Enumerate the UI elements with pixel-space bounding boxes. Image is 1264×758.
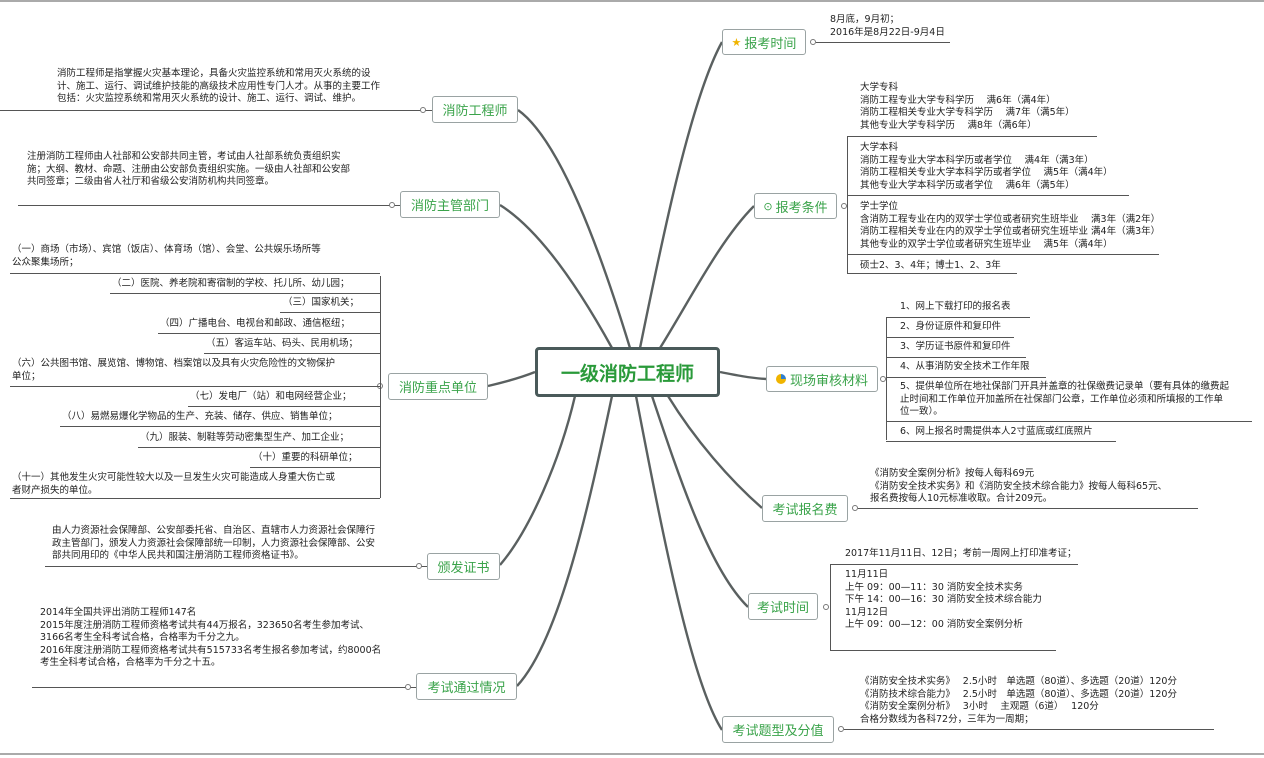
dept-description: 注册消防工程师由人社部和公安部共同主管，考试由人社部系统负责组织实 施；大纲、教… [27, 151, 351, 188]
list-item: （三）国家机关； [283, 297, 360, 308]
link-time [638, 41, 724, 349]
list-item: 3、学历证书原件和复印件 [900, 341, 1011, 352]
link-engineer [517, 109, 632, 349]
list-item: （二）医院、养老院和寄宿制的学校、托儿所、幼儿园； [112, 278, 350, 289]
topic-exam-date-label: 报考时间 [744, 36, 797, 52]
engineer-description: 消防工程师是指掌握火灾基本理论，具备火灾监控系统和常用灭火系统的设 计、施工、运… [57, 68, 381, 105]
exam-notice: 2017年11月11日、12日；考前一周网上打印准考证； [845, 548, 1077, 559]
topic-pass[interactable]: 考试通过情况 [416, 673, 517, 700]
exam-schedule-text: 11月11日 上午 09：00—11：30 消防安全技术实务 下午 14：00—… [845, 569, 1042, 631]
link-material [719, 370, 767, 381]
list-item: （六）公共图书馆、展览馆、博物馆、档案馆以及具有火灾危险性的文物保护单位； [12, 358, 336, 382]
link-types [634, 395, 724, 731]
list-item: 6、网上报名时需提供本人2寸蓝底或红底照片 [900, 426, 1093, 437]
star-icon: ★ [731, 35, 742, 49]
topic-fee[interactable]: 考试报名费 [762, 495, 848, 522]
question-types-text: 《消防安全技术实务》 2.5小时 单选题（80道）、多选题（20道）120分 《… [860, 676, 1177, 725]
fee-text: 《消防安全案例分析》按每人每科69元 《消防安全技术实务》和《消防安全技术综合能… [870, 468, 1168, 505]
link-pass [516, 395, 614, 687]
list-item: 大学专科 消防工程专业大学专科学历 满6年（满4年） 消防工程相关专业大学专科学… [860, 82, 1075, 131]
list-item: （五）客运车站、码头、民用机场； [206, 338, 359, 349]
collapse-dot[interactable] [405, 684, 411, 690]
topic-fee-label: 考试报名费 [772, 503, 838, 518]
topic-units[interactable]: 消防重点单位 [388, 373, 488, 400]
collapse-dot[interactable] [852, 505, 858, 511]
topic-exam-date[interactable]: ★报考时间 [722, 29, 806, 55]
list-item: （四）广播电台、电视台和邮政、通信枢纽； [160, 318, 351, 329]
link-dept [499, 203, 614, 349]
topic-conditions-label: 报考条件 [775, 200, 828, 216]
list-item: 大学本科 消防工程专业大学本科学历或者学位 满4年（满3年） 消防工程相关专业大… [860, 142, 1113, 191]
topic-dept-label: 消防主管部门 [410, 199, 489, 214]
topic-pass-label: 考试通过情况 [427, 681, 506, 696]
list-item: 5、提供单位所在地社保部门开具并盖章的社保缴费记录单（要有具体的缴费起 止时间和… [900, 381, 1230, 418]
list-item: 1、网上下载打印的报名表 [900, 301, 1011, 312]
collapse-dot[interactable] [420, 107, 426, 113]
topic-question-types[interactable]: 考试题型及分值 [722, 716, 834, 743]
topic-question-types-label: 考试题型及分值 [732, 724, 824, 739]
list-item: （十一）其他发生火灾可能性较大以及一旦发生火灾可能造成人身重大伤亡或者财产损失的… [12, 472, 336, 496]
link-examtime [650, 395, 749, 608]
collapse-dot[interactable] [810, 39, 816, 45]
topic-cert-label: 颁发证书 [437, 561, 490, 576]
collapse-dot[interactable] [416, 563, 422, 569]
link-cert [499, 395, 577, 566]
link-units [487, 370, 536, 388]
list-item: 4、从事消防安全技术工作年限 [900, 361, 1030, 372]
topic-conditions[interactable]: ⊙报考条件 [754, 193, 837, 219]
topic-exam-schedule-label: 考试时间 [756, 601, 809, 616]
list-item: （七）发电厂（站）和电网经营企业； [190, 391, 352, 402]
collapse-dot[interactable] [823, 604, 829, 610]
central-topic[interactable]: 一级消防工程师 [535, 347, 720, 397]
topic-materials[interactable]: 现场审核材料 [766, 366, 878, 392]
list-item: （八）易燃易爆化学物品的生产、充装、储存、供应、销售单位； [62, 411, 338, 422]
collapse-dot[interactable] [389, 202, 395, 208]
collapse-dot[interactable] [880, 376, 886, 382]
list-item: （十）重要的科研单位； [253, 452, 358, 463]
link-fee [666, 395, 763, 509]
collapse-dot[interactable] [838, 726, 844, 732]
target-icon: ⊙ [763, 199, 773, 213]
list-item: 2、身份证原件和复印件 [900, 321, 1002, 332]
list-item: 硕士2、3、4年；博士1、2、3年 [860, 260, 1001, 271]
pass-description: 2014年全国共评出消防工程师147名 2015年度注册消防工程师资格考试共有4… [40, 607, 382, 669]
topic-materials-label: 现场审核材料 [789, 373, 868, 389]
list-item: （九）服装、制鞋等劳动密集型生产、加工企业； [140, 432, 350, 443]
progress-icon [775, 374, 786, 384]
collapse-dot[interactable] [841, 203, 847, 209]
cert-description: 由人力资源社会保障部、公安部委托省、自治区、直辖市人力资源社会保障行 政主管部门… [52, 525, 376, 562]
topic-units-label: 消防重点单位 [398, 381, 477, 396]
topic-engineer[interactable]: 消防工程师 [432, 96, 518, 123]
exam-date-text: 8月底，9月初； 2016年是8月22日-9月4日 [830, 14, 945, 38]
list-item: 学士学位 含消防工程专业在内的双学士学位或者研究生班毕业 满3年（满2年） 消防… [860, 201, 1161, 250]
topic-cert[interactable]: 颁发证书 [427, 553, 500, 580]
topic-engineer-label: 消防工程师 [442, 104, 508, 119]
list-item: （一）商场（市场）、宾馆（饭店）、体育场（馆）、会堂、公共娱乐场所等公众聚集场所… [12, 244, 321, 268]
topic-dept[interactable]: 消防主管部门 [400, 191, 500, 218]
topic-exam-schedule[interactable]: 考试时间 [748, 593, 818, 620]
link-cond [658, 205, 755, 349]
